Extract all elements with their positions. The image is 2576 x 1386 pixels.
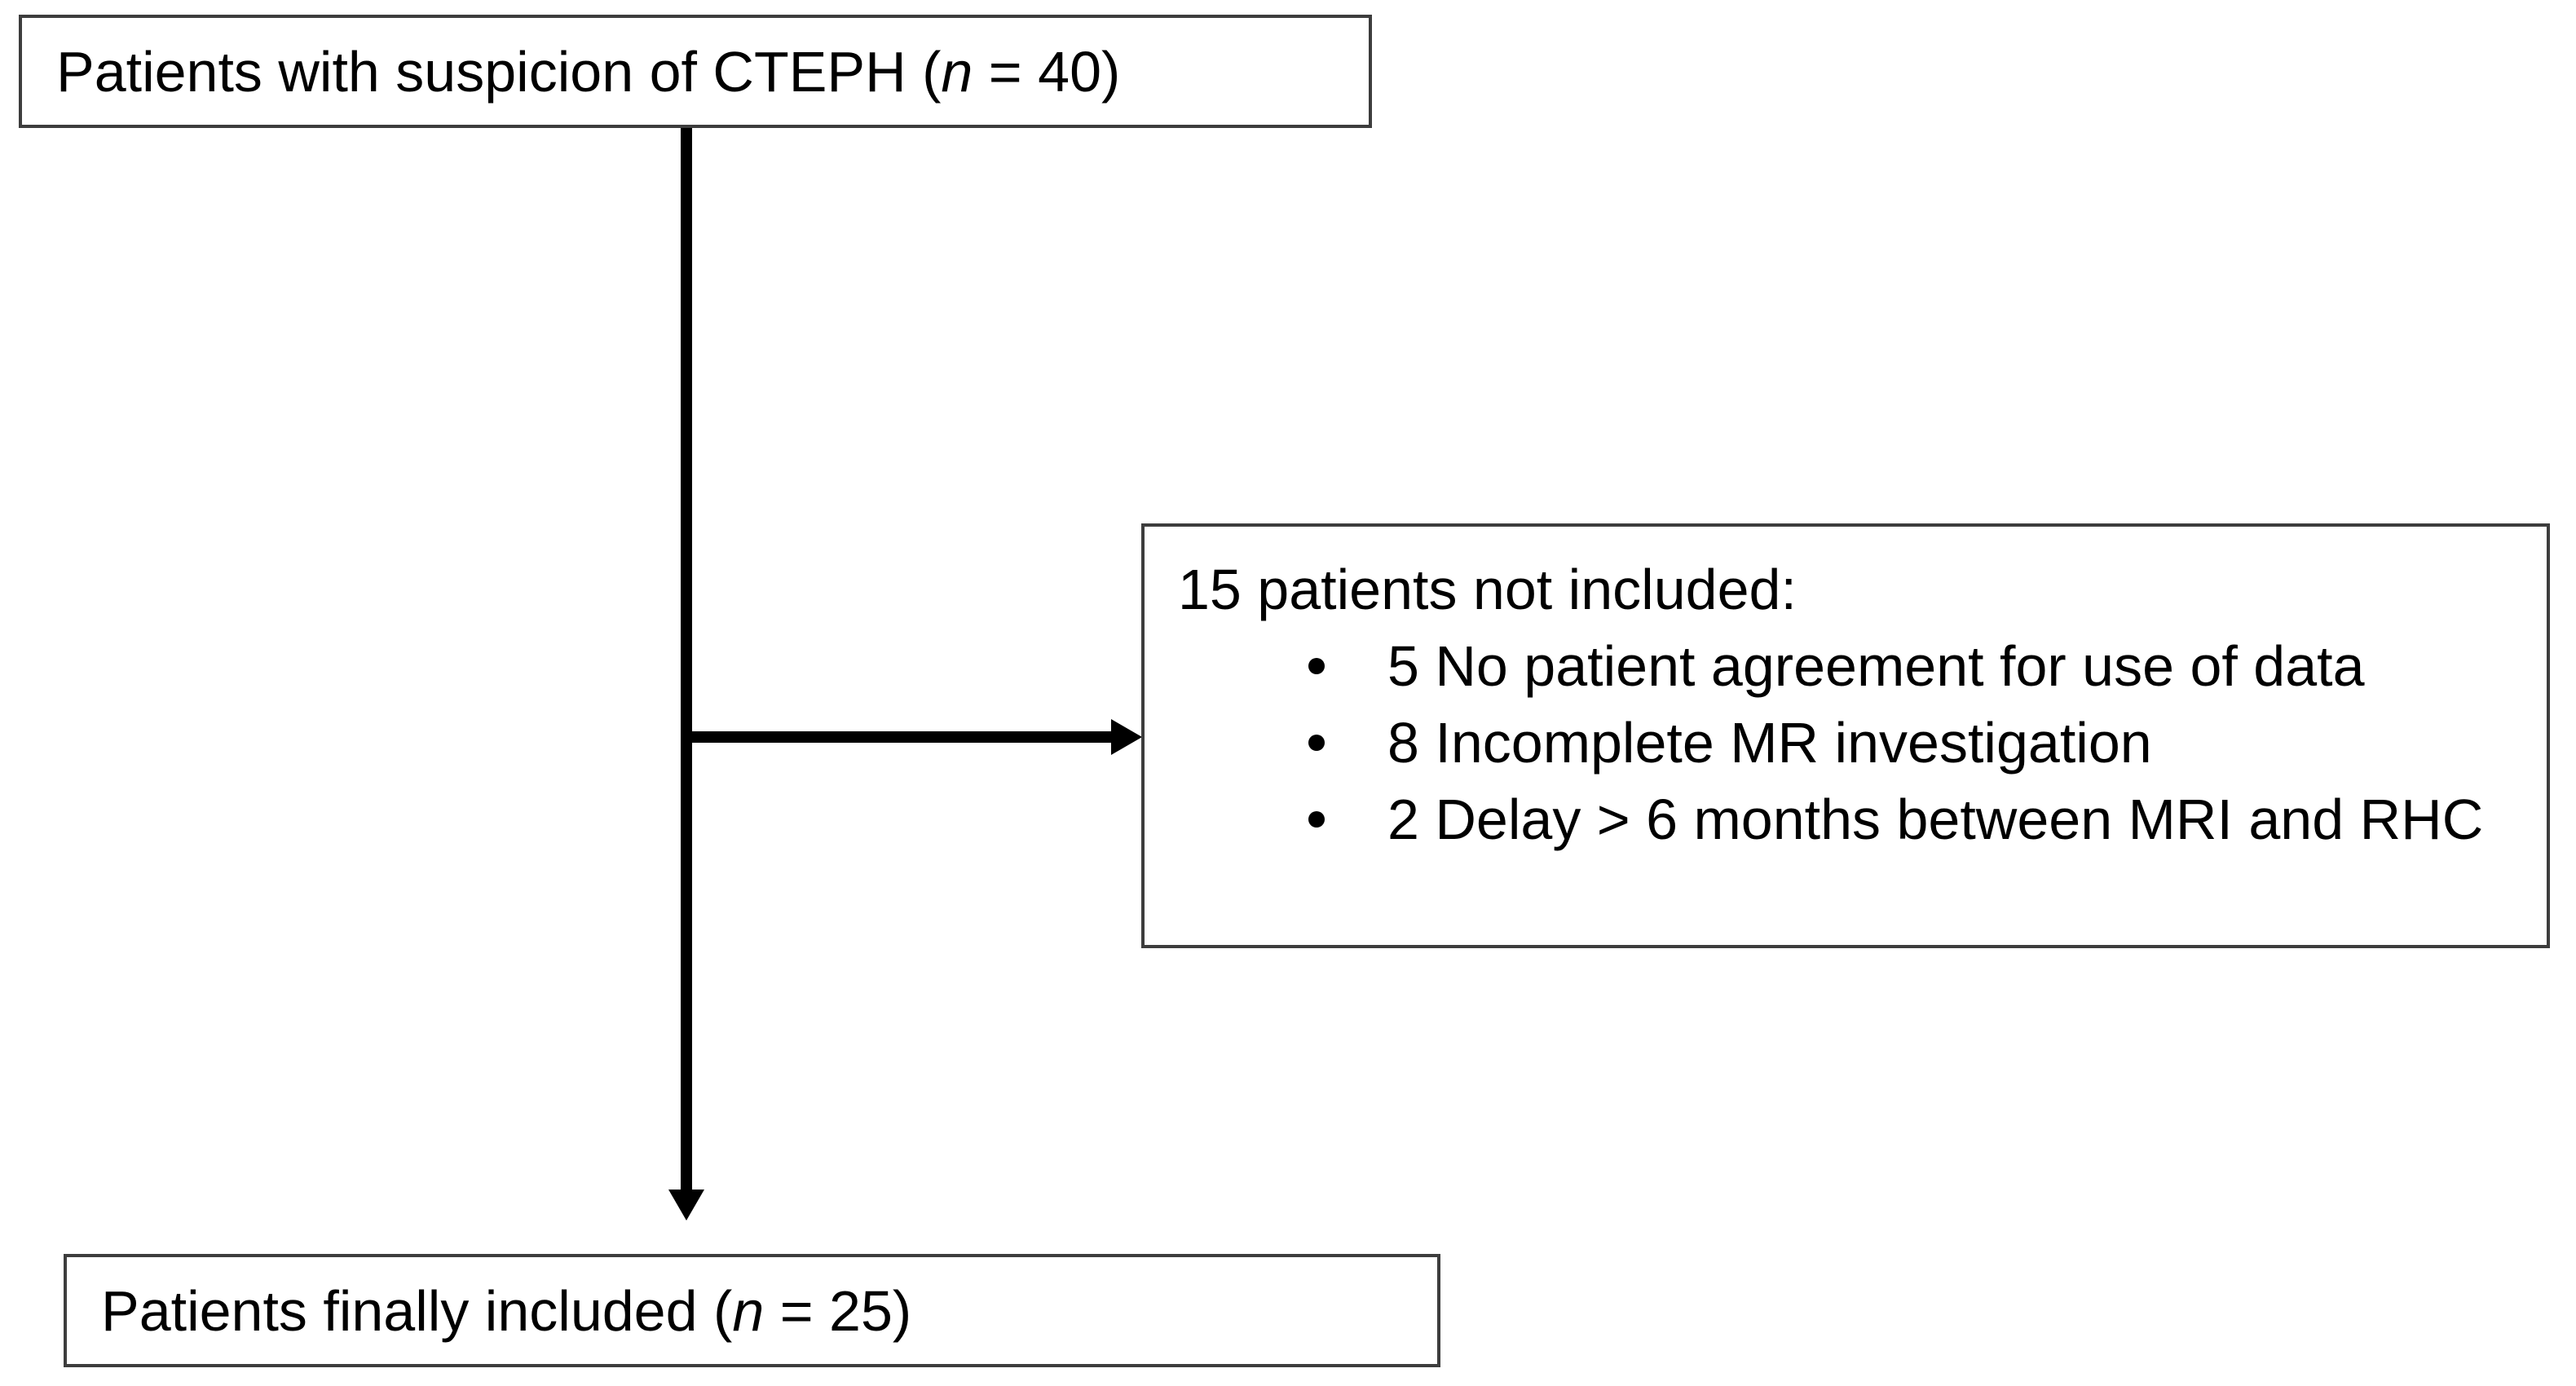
flow-box-included-text: Patients finally included (n = 25) bbox=[101, 1277, 911, 1345]
bullet-icon bbox=[1308, 735, 1325, 751]
exclusion-item: 8 Incomplete MR investigation bbox=[1178, 704, 2522, 781]
exclusion-item: 2 Delay > 6 months between MRI and RHC bbox=[1178, 781, 2522, 858]
flow-box-suspicion: Patients with suspicion of CTEPH (n = 40… bbox=[19, 15, 1372, 128]
suspicion-text-suffix: = 40) bbox=[973, 39, 1121, 104]
included-text-prefix: Patients finally included ( bbox=[101, 1278, 733, 1343]
suspicion-n-variable: n bbox=[941, 39, 973, 104]
bullet-icon bbox=[1308, 811, 1325, 828]
flow-box-suspicion-text: Patients with suspicion of CTEPH (n = 40… bbox=[56, 38, 1120, 106]
suspicion-text-prefix: Patients with suspicion of CTEPH ( bbox=[56, 39, 942, 104]
down-arrowhead-icon bbox=[668, 1190, 704, 1220]
exclusion-item-text: 5 No patient agreement for use of data bbox=[1387, 634, 2365, 698]
down-arrow-line bbox=[681, 128, 692, 1190]
included-n-variable: n bbox=[732, 1278, 765, 1343]
exclusion-item: 5 No patient agreement for use of data bbox=[1178, 628, 2522, 704]
included-text-suffix: = 25) bbox=[764, 1278, 912, 1343]
exclusion-item-text: 8 Incomplete MR investigation bbox=[1387, 711, 2152, 775]
flow-box-exclusions: 15 patients not included: 5 No patient a… bbox=[1141, 523, 2550, 948]
right-arrowhead-icon bbox=[1111, 719, 1142, 755]
exclusion-item-text: 2 Delay > 6 months between MRI and RHC bbox=[1387, 788, 2484, 851]
flow-box-included: Patients finally included (n = 25) bbox=[64, 1254, 1440, 1367]
right-arrow-line bbox=[686, 731, 1111, 743]
bullet-icon bbox=[1308, 658, 1325, 674]
exclusion-bullet-list: 5 No patient agreement for use of data 8… bbox=[1178, 628, 2522, 858]
exclusion-header: 15 patients not included: bbox=[1178, 558, 1797, 621]
